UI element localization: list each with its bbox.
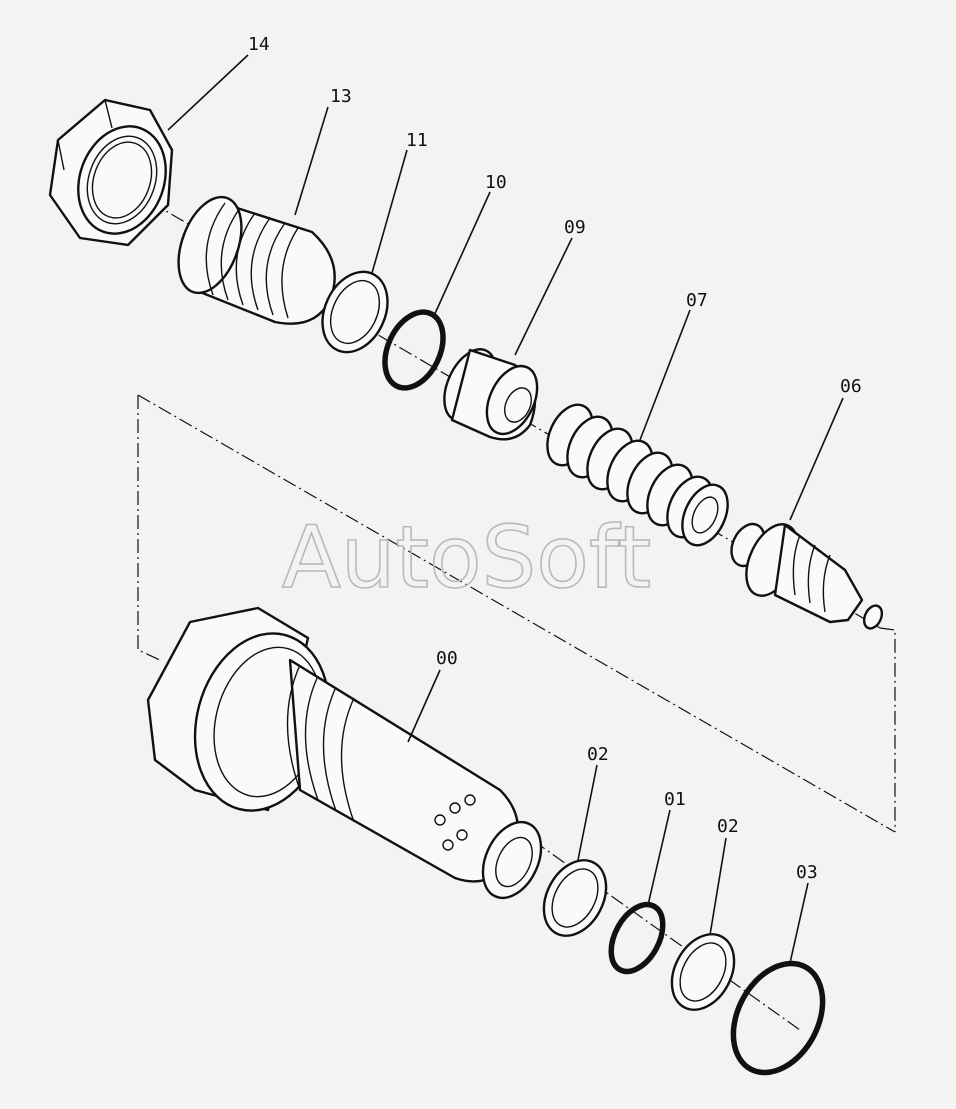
callout-01: 01 [664, 789, 686, 810]
threaded-sleeve-icon [177, 195, 336, 325]
spring-seat-icon [443, 348, 539, 441]
hex-lock-nut-icon [48, 98, 174, 247]
callout-00: 00 [436, 648, 458, 669]
o-ring-large-icon [730, 960, 826, 1076]
callout-07: 07 [686, 290, 708, 311]
leader-lines [167, 54, 844, 964]
callout-06: 06 [840, 376, 862, 397]
poppet-icon [730, 522, 884, 630]
o-ring-icon [608, 901, 666, 975]
callout-02-first: 02 [587, 744, 609, 765]
backup-ring-icon [542, 859, 608, 937]
watermark: AutoSoft [282, 508, 651, 608]
backup-ring-icon [670, 933, 736, 1011]
callout-09: 09 [564, 217, 586, 238]
o-ring-icon [382, 309, 446, 391]
callout-14: 14 [248, 34, 270, 55]
callout-labels: 14 13 11 10 09 07 06 00 02 01 02 03 [248, 34, 862, 883]
coil-spring-icon [546, 403, 729, 547]
valve-body-icon [146, 606, 543, 900]
callout-03: 03 [796, 862, 818, 883]
callout-11: 11 [406, 130, 428, 151]
backup-ring-icon [321, 270, 389, 354]
callout-02-second: 02 [717, 816, 739, 837]
callout-10: 10 [485, 172, 507, 193]
callout-13: 13 [330, 86, 352, 107]
